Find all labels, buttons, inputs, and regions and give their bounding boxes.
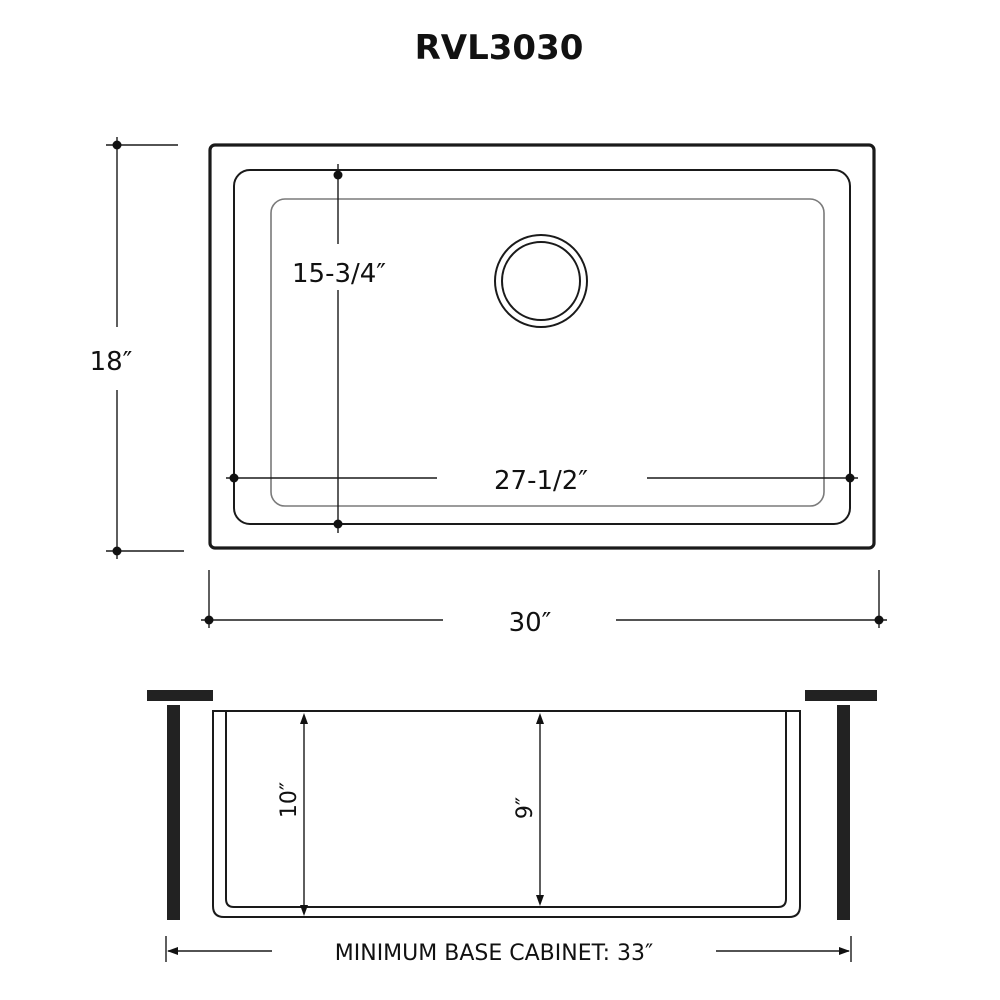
- side-view: 10″ 9″ MINIMUM BASE CABINET: 33″: [147, 690, 877, 966]
- bowl-edge: [233, 169, 851, 525]
- dimension-inner-depth: 9″: [513, 713, 544, 906]
- dimension-width-30: 30″: [201, 570, 887, 638]
- dimension-bowl-depth: 15-3/4″: [292, 164, 386, 533]
- outer-depth-label: 10″: [277, 782, 302, 818]
- sink-outer-profile: [212, 710, 801, 918]
- dimension-outer-depth: 10″: [277, 713, 308, 916]
- drain-icon: [494, 234, 588, 328]
- cabinet-label: MINIMUM BASE CABINET: 33″: [335, 941, 653, 966]
- top-view: 18″ 15-3/4″ 27-1/2″ 30″: [90, 137, 887, 638]
- height-label: 18″: [90, 347, 133, 377]
- outer-rim: [208, 143, 876, 550]
- model-title: RVL3030: [415, 28, 584, 68]
- width-label: 30″: [509, 608, 552, 638]
- dimension-bowl-width: 27-1/2″: [226, 466, 858, 496]
- countertop-left: [147, 690, 213, 701]
- dimension-height-18: 18″: [90, 137, 184, 559]
- cabinet-wall-left: [167, 705, 180, 920]
- bowl-floor: [270, 198, 825, 507]
- dimension-cabinet: MINIMUM BASE CABINET: 33″: [165, 936, 852, 966]
- bowl-width-label: 27-1/2″: [494, 466, 588, 496]
- bowl-depth-label: 15-3/4″: [292, 259, 386, 289]
- countertop-right: [805, 690, 877, 701]
- cabinet-wall-right: [837, 705, 850, 920]
- sink-inner-profile: [225, 711, 787, 908]
- inner-depth-label: 9″: [513, 797, 538, 819]
